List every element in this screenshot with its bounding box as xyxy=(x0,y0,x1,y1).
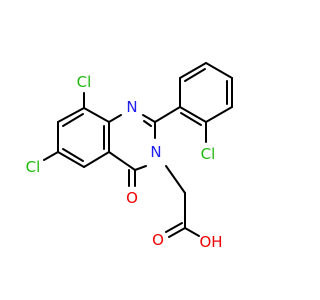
bond-lines xyxy=(43,62,233,238)
bond-ph5-ph6-inner xyxy=(184,68,206,82)
bond-c8-c8a xyxy=(83,107,110,123)
atom-labels: Cl Cl Cl N N O O OH xyxy=(26,73,223,251)
chlorine-atom-6: Cl xyxy=(26,158,41,176)
nitrogen-atom-1: N xyxy=(126,98,137,116)
bond-cooh-o-double xyxy=(165,222,183,233)
bond-n1-c2-inner xyxy=(143,120,152,127)
bond-c5-c6-inner xyxy=(62,148,84,162)
bond-c4a-c5 xyxy=(83,151,110,168)
hydroxyl-group: OH xyxy=(199,233,222,251)
bond-c6-cl xyxy=(43,151,59,161)
bond-n1-c2 xyxy=(142,114,156,123)
oxygen-atom-acid-carbonyl: O xyxy=(152,231,164,249)
bond-ph5-ph6 xyxy=(179,62,207,79)
bond-n3-ch2 xyxy=(165,165,186,194)
bond-c4-c4a xyxy=(108,151,136,171)
bond-cooh-oh xyxy=(184,227,200,237)
oxygen-atom-carbonyl-4: O xyxy=(126,189,138,207)
bond-c5-c6 xyxy=(57,151,85,168)
bond-ph4-ph5 xyxy=(205,62,233,79)
bond-cooh-o xyxy=(168,227,186,238)
bond-ph2-ph3 xyxy=(205,106,233,123)
bond-ph1-ph2 xyxy=(179,106,207,123)
bond-ph1-ph2-inner xyxy=(180,112,202,126)
chlorine-atom-phenyl: Cl xyxy=(201,145,216,163)
bond-c8a-n1 xyxy=(108,114,122,123)
bond-n3-c4 xyxy=(134,165,147,171)
bond-c2-phenyl xyxy=(154,106,181,123)
nitrogen-atom-3: N xyxy=(150,143,161,161)
bond-c7-c8-inner xyxy=(62,113,84,127)
molecule-structure-diagram: Cl Cl Cl N N O O OH xyxy=(26,62,233,251)
chlorine-atom-8: Cl xyxy=(77,73,92,91)
bond-c7-c8 xyxy=(57,107,85,123)
